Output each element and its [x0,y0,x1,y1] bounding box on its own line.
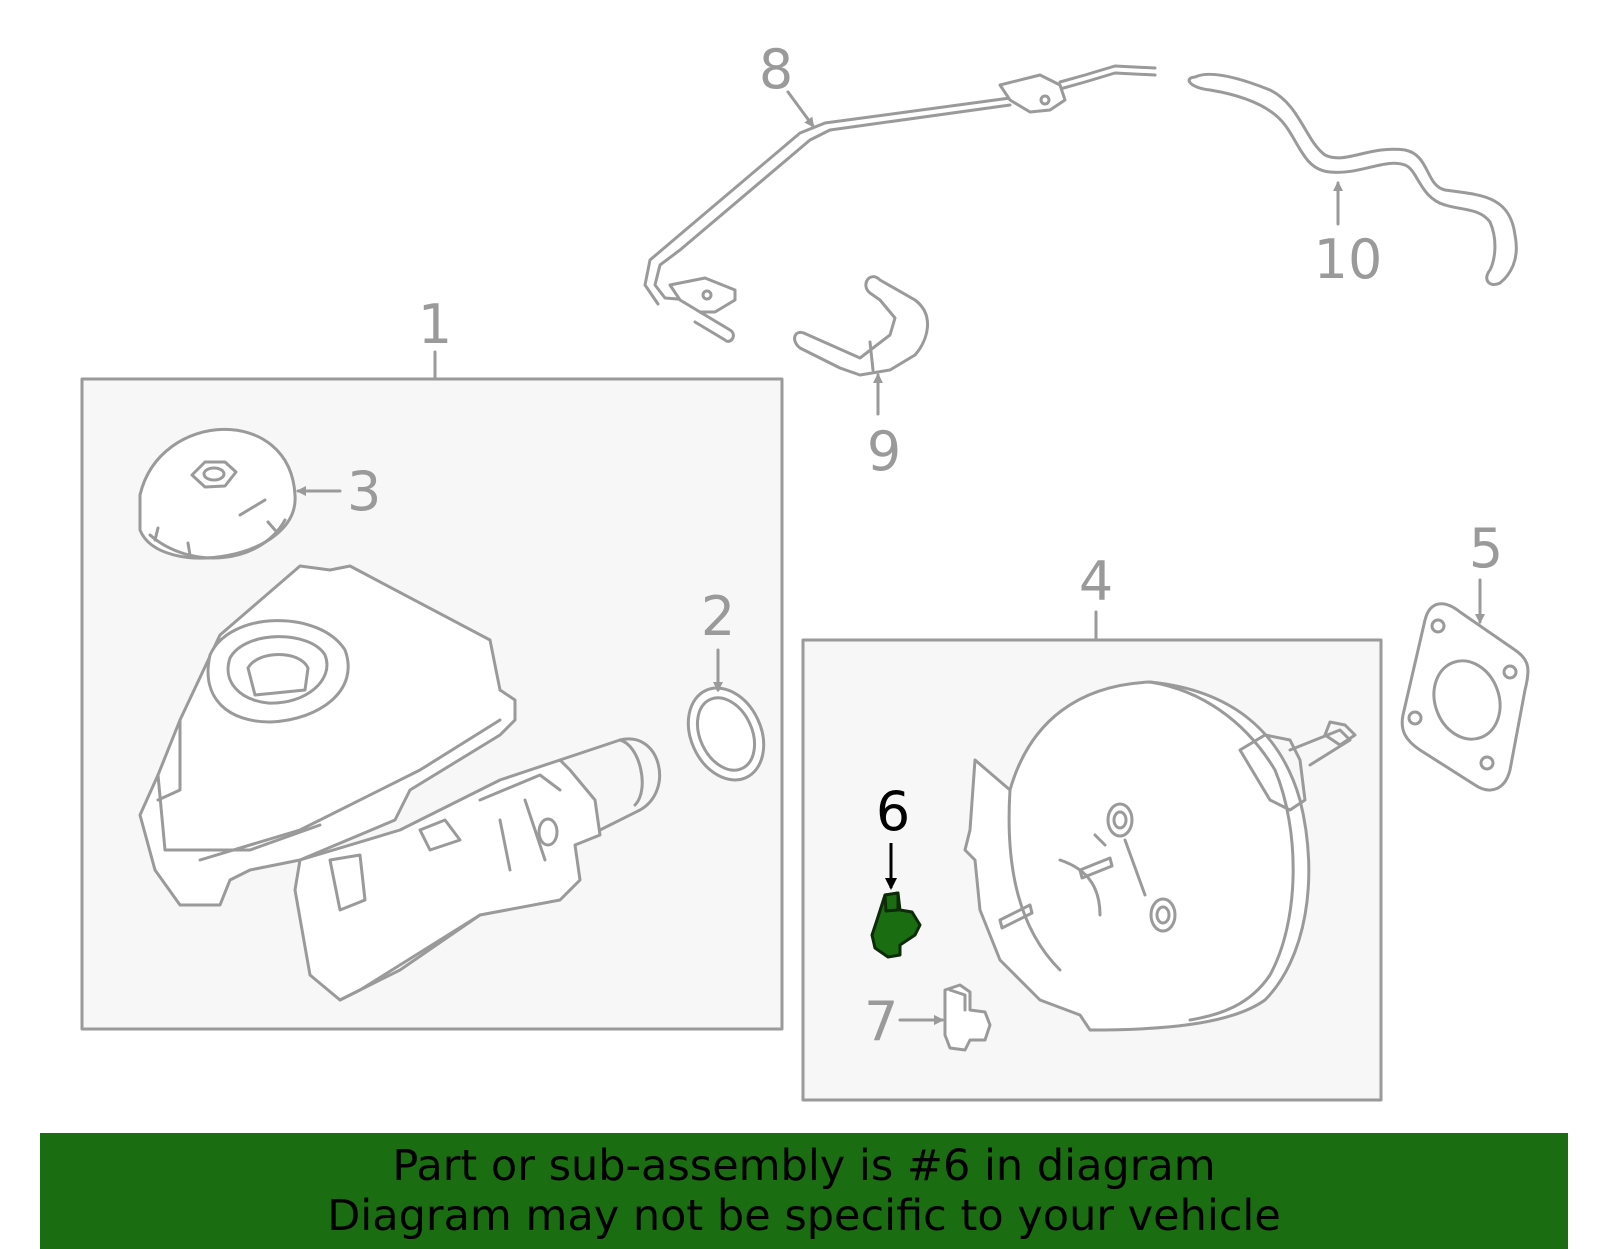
hose-part-9 [793,275,930,377]
seal-ring-part [686,686,766,782]
callout-3: 3 [347,460,381,523]
callout-2: 2 [701,585,735,648]
info-banner: Part or sub-assembly is #6 in diagram Di… [40,1133,1568,1249]
hose-part-10 [1187,72,1518,286]
callout-10: 10 [1314,228,1383,291]
callout-1: 1 [418,293,452,356]
grommet-part-7 [943,983,992,1052]
banner-line-disclaimer: Diagram may not be specific to your vehi… [327,1191,1281,1241]
banner-line-part-note: Part or sub-assembly is #6 in diagram [392,1141,1216,1191]
callout-7: 7 [864,990,898,1053]
gasket-part-5 [1400,602,1530,792]
brake-booster-part [963,680,1357,1032]
master-cylinder-part [138,564,662,1002]
reservoir-cap-part [138,427,297,560]
callout-6: 6 [876,780,910,843]
callout-9: 9 [867,420,901,483]
vacuum-tube-part-8 [643,64,1157,343]
callout-5: 5 [1469,517,1503,580]
check-valve-part-6 [870,891,922,959]
callout-4: 4 [1079,550,1113,613]
callout-8: 8 [759,38,793,101]
